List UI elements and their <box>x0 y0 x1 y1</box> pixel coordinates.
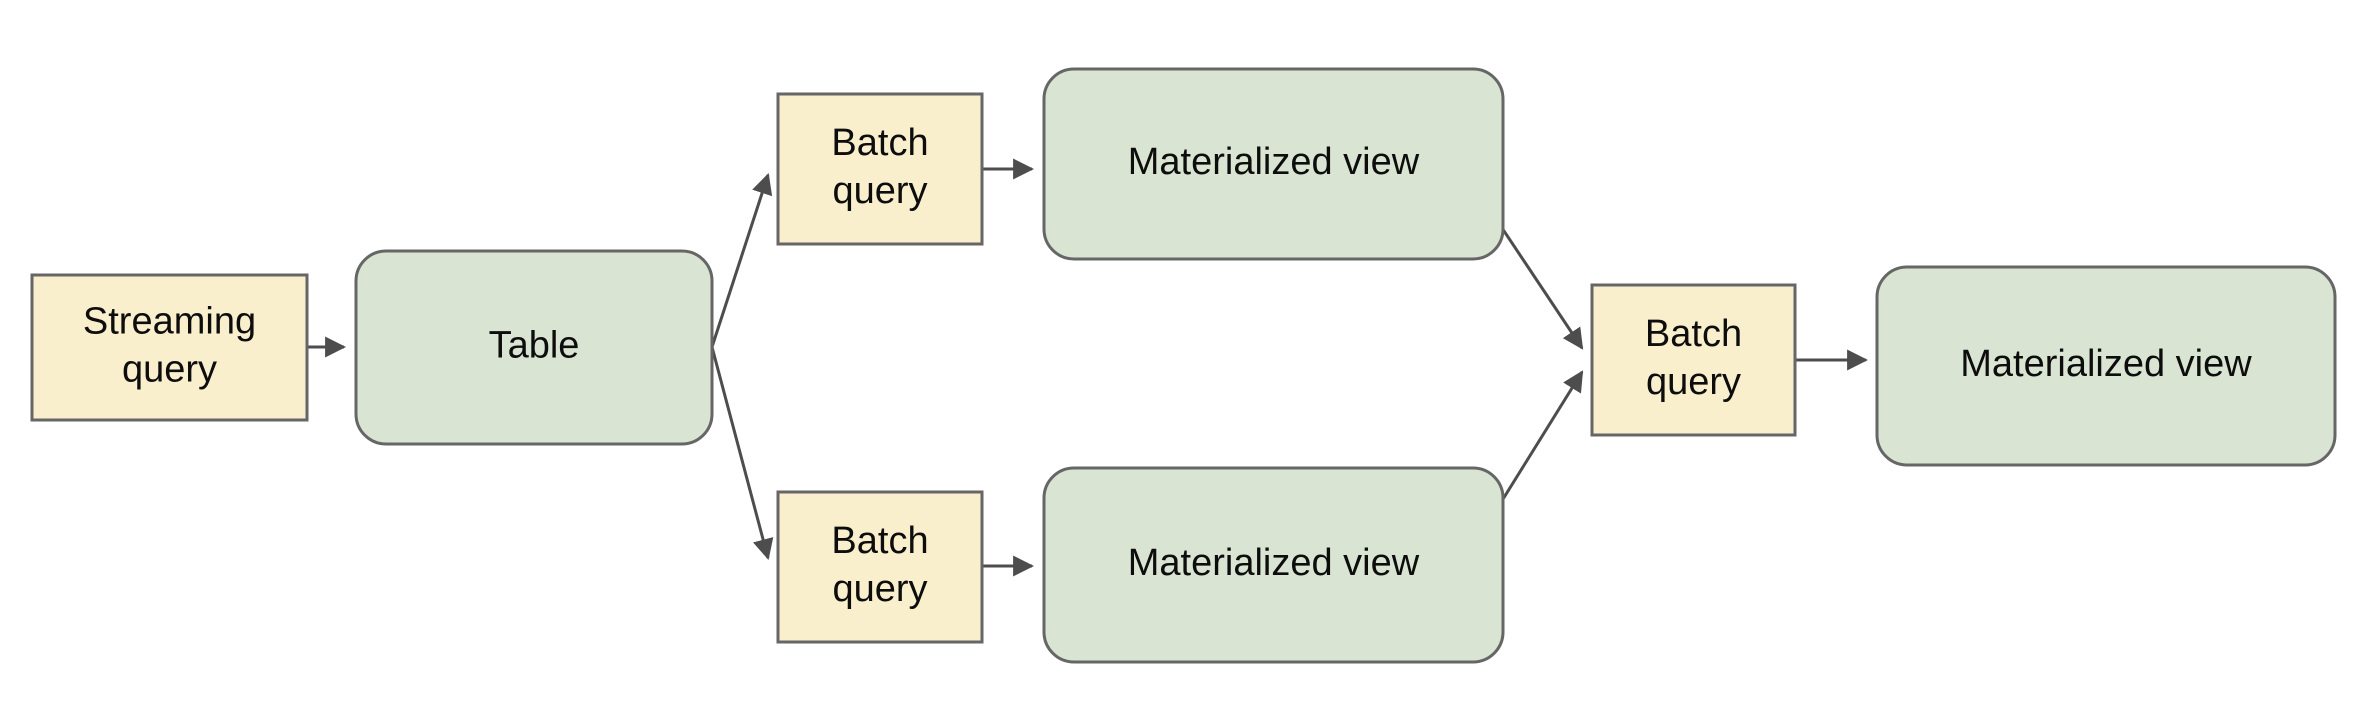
node-shape-table[interactable] <box>354 249 714 446</box>
node-label-batch-query-join-line1: Batch <box>1645 313 1742 355</box>
node-batch-query-top[interactable]: Batch query <box>776 92 984 246</box>
node-shape-materialized-view-final[interactable] <box>1875 265 2337 467</box>
node-shape-streaming-query[interactable] <box>30 273 309 422</box>
node-streaming-query[interactable]: Streaming query <box>30 273 309 422</box>
node-label-batch-query-bottom-line2: query <box>832 568 927 610</box>
node-materialized-view-bottom[interactable]: Materialized view <box>1042 466 1505 664</box>
node-label-materialized-view-final: Materialized view <box>1960 343 2252 385</box>
node-materialized-view-top[interactable]: Materialized view <box>1042 67 1505 261</box>
node-shape-materialized-view-bottom[interactable] <box>1042 466 1505 664</box>
node-batch-query-bottom[interactable]: Batch query <box>776 490 984 644</box>
node-label-materialized-view-top: Materialized view <box>1128 141 1420 183</box>
node-label-batch-query-join-line2: query <box>1646 361 1741 403</box>
edge-layer <box>307 158 1869 577</box>
node-label-materialized-view-bottom: Materialized view <box>1128 542 1420 584</box>
node-batch-query-join[interactable]: Batch query <box>1590 283 1797 437</box>
node-shape-materialized-view-top[interactable] <box>1042 67 1505 261</box>
node-materialized-view-final[interactable]: Materialized view <box>1875 265 2337 467</box>
edge-materialized-view-bottom-to-batch-query-join <box>1488 370 1584 521</box>
node-label-batch-query-bottom-line1: Batch <box>831 520 928 562</box>
node-shape-batch-query-top[interactable] <box>776 92 984 246</box>
node-shape-batch-query-bottom[interactable] <box>776 490 984 644</box>
node-label-streaming-query-line2: query <box>122 349 217 391</box>
node-label-streaming-query-line1: Streaming <box>83 301 256 343</box>
edge-table-to-batch-query-top <box>710 173 773 348</box>
edge-table-to-batch-query-bottom <box>710 346 774 561</box>
node-label-batch-query-top-line2: query <box>832 170 927 212</box>
edge-materialized-view-top-to-batch-query-join <box>1488 209 1584 350</box>
node-shape-batch-query-join[interactable] <box>1590 283 1797 437</box>
node-table[interactable]: Table <box>354 249 714 446</box>
node-label-batch-query-top-line1: Batch <box>831 122 928 164</box>
node-label-table: Table <box>489 325 580 367</box>
node-layer: StreamingqueryTableBatchqueryMaterialize… <box>30 67 2337 664</box>
